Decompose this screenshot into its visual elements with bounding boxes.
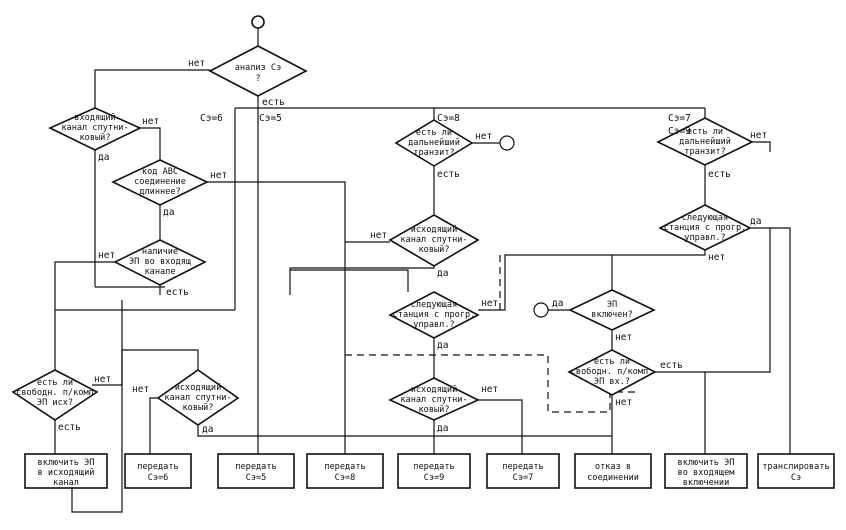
process-refuse	[574, 453, 652, 489]
decision-analysis-text: анализ Сэ?	[235, 63, 282, 84]
process-transfer-9	[397, 453, 471, 489]
decision-incoming-sat	[48, 107, 142, 151]
decision-free-circuit-out	[11, 369, 99, 421]
label-yes-ep-on: да	[552, 298, 563, 309]
decision-outgoing-sat-left	[156, 369, 240, 426]
label-exists-free-circuit-out: есть	[58, 422, 81, 433]
process-translate	[757, 453, 835, 489]
branch-labels: нет есть Сэ=6 Сэ=5 Сэ=8 Сэ=7 Сэ=9 нет да…	[58, 58, 767, 435]
decision-further-transit-right	[656, 117, 754, 166]
label-yes-incoming-sat: да	[98, 152, 109, 163]
label-no-outgoing-sat-mid: нет	[370, 230, 387, 241]
process-transfer-5	[217, 453, 295, 489]
label-no-code-abc: нет	[210, 170, 227, 181]
label-c8: Сэ=8	[437, 113, 460, 124]
label-no-further-transit-mid: нет	[475, 131, 492, 142]
label-no-ep-on: нет	[615, 332, 632, 343]
label-no-next-station-right: нет	[708, 252, 725, 263]
label-yes-outgoing-sat-left: да	[202, 424, 213, 435]
label-no-outgoing-sat-low: нет	[481, 384, 498, 395]
label-c9: Сэ=9	[668, 126, 691, 137]
label-exists-analysis: есть	[262, 97, 285, 108]
label-no-analysis: нет	[188, 58, 205, 69]
label-yes-next-station-right: да	[750, 216, 761, 227]
label-yes-code-abc: да	[163, 207, 174, 218]
process-turn-on-ep-out	[24, 453, 108, 489]
decision-outgoing-sat-low	[388, 377, 480, 421]
decision-ep-in-channel	[113, 239, 207, 286]
label-c7: Сэ=7	[668, 113, 691, 124]
decision-ep-on	[568, 289, 656, 331]
decision-free-circuit-in	[567, 349, 657, 396]
label-no-ep-in-channel: нет	[98, 250, 115, 261]
start-terminal	[251, 15, 265, 29]
process-transfer-7	[486, 453, 560, 489]
label-yes-outgoing-sat-low: да	[437, 423, 448, 434]
process-turn-on-ep-in	[664, 453, 748, 489]
decision-next-station-mid	[388, 291, 480, 339]
decision-outgoing-sat-mid	[388, 214, 480, 267]
process-transfer-6	[124, 453, 192, 489]
label-no-further-transit-right: нет	[750, 130, 767, 141]
label-exists-further-transit-right: есть	[708, 169, 731, 180]
decision-next-station-right	[658, 204, 752, 251]
label-no-next-station-mid: нет	[481, 298, 498, 309]
label-no-free-circuit-in: нет	[615, 397, 632, 408]
label-yes-outgoing-sat-mid: да	[437, 268, 448, 279]
label-no-outgoing-sat-left: нет	[132, 384, 149, 395]
label-no-free-circuit-out: нет	[94, 374, 111, 385]
decision-analysis	[208, 45, 308, 97]
label-exists-ep-in-channel: есть	[166, 287, 189, 298]
label-c6: Сэ=6	[200, 113, 223, 124]
process-transfer-8	[306, 453, 384, 489]
connectors	[54, 28, 791, 513]
label-c5: Сэ=5	[259, 113, 282, 124]
decision-further-transit-mid	[394, 119, 474, 167]
label-exists-free-circuit-in: есть	[660, 360, 683, 371]
label-exists-further-transit-mid: есть	[437, 169, 460, 180]
decision-code-abc	[111, 159, 209, 206]
label-yes-next-station-mid: да	[437, 340, 448, 351]
label-no-incoming-sat: нет	[142, 116, 159, 127]
